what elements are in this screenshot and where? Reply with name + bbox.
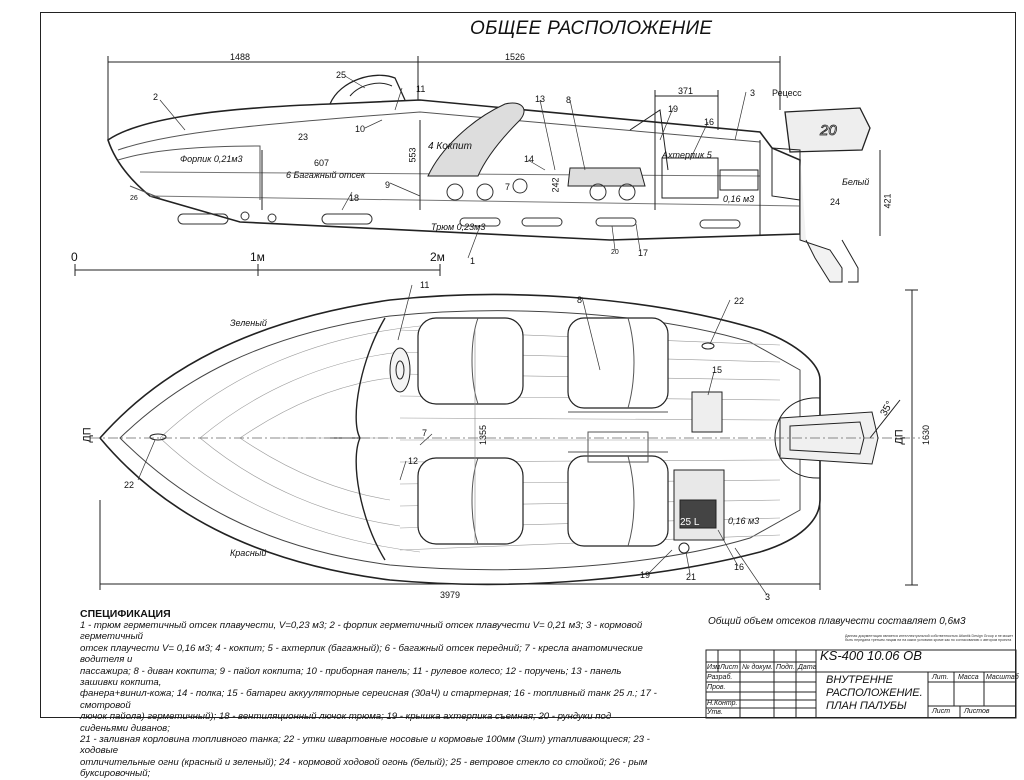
plan-callout-16: 16 [734,562,745,572]
label-trum: Трюм 0,23м3 [431,222,486,232]
plan-callout-22-bow: 22 [124,480,135,490]
dim-transom-h: 421 [882,193,893,209]
total-volume: Общий объем отсеков плавучести составляе… [708,616,966,627]
dim-overall-aft: 1526 [505,52,526,62]
scale-0: 0 [71,250,78,264]
label-kokpit: 4 Кокпит [428,141,472,152]
plan-callout-12: 12 [408,456,419,466]
plan-callout-19: 19 [640,570,651,580]
callout-10: 10 [355,124,366,134]
spec-line: лючок пайола) герметичный); 18 - вентиля… [80,711,612,734]
plan-callout-22-aft: 22 [734,296,745,306]
tb-col-ndok: № докум. [742,664,773,671]
tb-listov: Листов [964,708,990,715]
tb-col-podp: Подп. [776,664,795,671]
callout-18: 18 [349,193,360,203]
callout-11: 11 [416,84,426,94]
spec-line: фанера+винил-кожа; 14 - полка; 15 - бата… [80,688,657,711]
tb-lit: Лит. [932,674,949,681]
label-ahterpik: Ахтерпик 5 [662,150,712,160]
dim-overall-fwd: 1488 [230,52,251,62]
spec-line: отсек плаучести V= 0,16 м3; 4 - кокпит; … [80,642,643,666]
callout-7: 7 [505,182,511,192]
callout-1: 1 [470,256,476,266]
plan-callout-15: 15 [712,365,723,375]
callout-26: 26 [130,195,138,202]
spec-line: отличительные огни (красный и зеленый); … [80,756,648,780]
label-recess: Рецесс [772,88,802,98]
callout-9: 9 [385,180,391,190]
spec-heading: СПЕЦИФИКАЦИЯ [80,608,171,620]
scale-2m: 2м [430,250,445,264]
callout-20: 20 [611,249,619,256]
tb-masshtab: Масштаб [986,674,1019,681]
motor-power-text: 20 [819,122,837,139]
label-krasniy: Красный [230,548,267,558]
tb-massa: Масса [958,674,979,681]
drawing-name-2: РАСПОЛОЖЕНИЕ. [826,687,923,699]
callout-25: 25 [336,70,347,80]
label-dp-left: ДП [81,427,94,443]
plan-callout-3: 3 [765,592,771,602]
label-forpik: Форпик 0,21м3 [180,154,243,164]
callout-3: 3 [750,88,756,98]
label-tank: 25 L [680,517,700,528]
dim-bagazh: 607 [314,158,330,168]
tb-col-izm: Изм [707,664,720,671]
dim-plan-inner: 1355 [478,424,489,446]
dim-cockpit-h: 553 [407,147,418,163]
label-dp-right: ДП [893,429,906,445]
plan-callout-8: 8 [577,295,583,305]
callout-23: 23 [298,132,309,142]
drawing-name-3: ПЛАН ПАЛУБЫ [826,700,907,712]
tb-col-list: Лист [720,664,739,671]
dim-plan-length: 3979 [440,590,461,600]
dim-motor: 371 [678,86,694,96]
plan-callout-21: 21 [686,572,697,582]
spec-line: 1 - трюм герметичный отсек плавучести, V… [80,620,643,643]
spec-body: 1 - трюм герметичный отсек плавучести, V… [80,620,660,780]
tb-row-nkontr: Н.Контр. [707,700,738,707]
callout-24: 24 [830,197,841,207]
callout-13: 13 [535,94,546,104]
boat-drawing: 20 [74,56,920,596]
label-aft-volume: 0,16 м3 [723,194,755,204]
dim-plan-width: 1630 [921,424,932,446]
tb-col-data: Дата [798,664,817,671]
callout-19: 19 [668,104,679,114]
plan-callout-7: 7 [422,428,428,438]
spec-line: 21 - заливная корловина топливного танка… [80,734,650,757]
tb-row-prov: Пров. [707,684,726,691]
callout-14: 14 [524,154,535,164]
label-zeleniy: Зеленый [230,318,267,328]
scale-1m: 1м [250,250,265,264]
plan-callout-11: 11 [420,280,430,290]
spec-line: пассажира; 8 - диван кокпита; 9 - пайол … [80,665,622,689]
callout-16: 16 [704,117,715,127]
tb-row-razrab: Разраб. [707,674,733,681]
callout-8: 8 [566,95,572,105]
ownership-notice: Данная документация является интеллектуа… [845,634,1014,643]
callout-17: 17 [638,248,649,258]
callout-2: 2 [153,92,159,102]
drawing-code: KS-400 10.06 ОВ [820,648,922,663]
label-bagazh: 6 Багажный отсек [286,170,366,180]
label-beliy: Белый [842,177,870,187]
label-plan-volume: 0,16 м3 [728,516,760,526]
tb-list: Лист [932,708,951,715]
dim-seat-h: 242 [550,177,561,193]
drawing-frame [40,12,1016,718]
drawing-title: ОБЩЕЕ РАСПОЛОЖЕНИЕ [470,18,713,39]
tb-row-utv: Утв. [707,709,723,716]
drawing-name-1: ВНУТРЕННЕ [826,674,893,686]
